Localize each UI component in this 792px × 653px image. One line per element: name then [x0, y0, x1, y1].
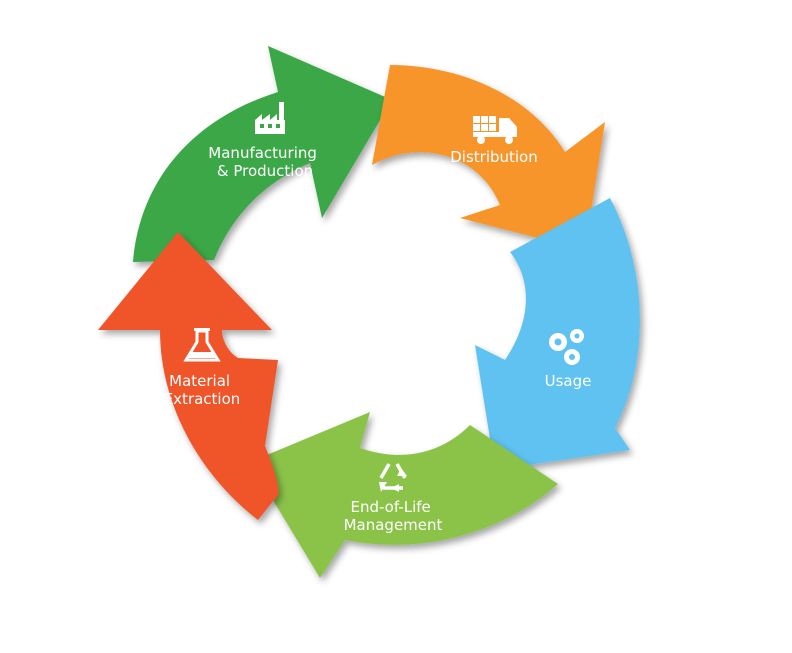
- delivery-truck-icon: [473, 116, 517, 144]
- arrow-material: [98, 232, 279, 520]
- factory-icon: [255, 102, 285, 134]
- label-manufacturing: Manufacturing & Production: [208, 144, 321, 180]
- label-usage: Usage: [545, 372, 592, 390]
- arrow-manufacturing: [133, 46, 392, 262]
- label-material: Material Extraction: [164, 372, 241, 408]
- flask-icon: [183, 328, 221, 362]
- label-end-of-life: End-of-Life Management: [344, 498, 443, 534]
- gears-icon: [549, 329, 584, 365]
- arrow-end-of-life: [250, 412, 558, 578]
- stage-distribution: Distribution: [372, 65, 605, 250]
- recycle-icon: [379, 463, 407, 492]
- stage-manufacturing: Manufacturing & Production: [133, 46, 392, 262]
- stage-usage: Usage: [475, 198, 640, 470]
- stage-material: Material Extraction: [98, 232, 279, 520]
- arrow-distribution: [372, 65, 605, 250]
- cycle-arrows: Manufacturing & Production Distribution: [98, 46, 640, 578]
- label-distribution: Distribution: [450, 148, 538, 166]
- stage-end-of-life: End-of-Life Management: [250, 412, 558, 578]
